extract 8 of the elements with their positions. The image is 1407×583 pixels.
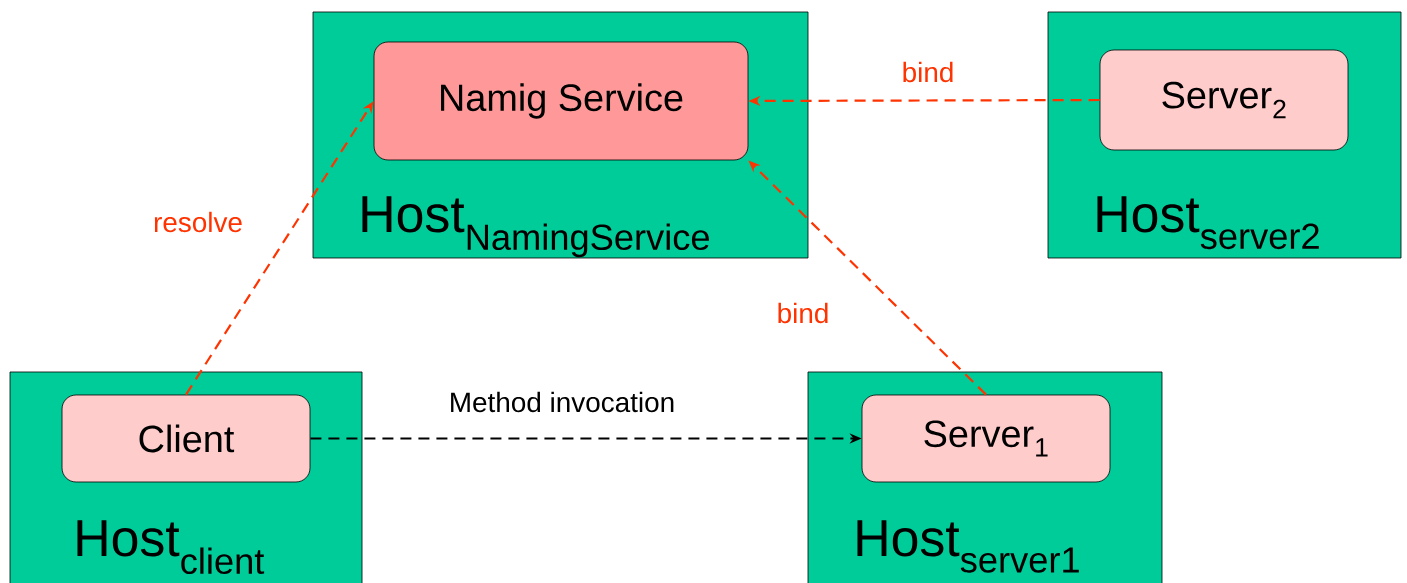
edge-label: resolve — [154, 211, 242, 233]
process-box: Namig Service — [373, 41, 749, 161]
edge-label: bind — [903, 61, 953, 83]
edge-label: Method invocation — [451, 391, 674, 413]
process-box: Server$_{2}$ — [1099, 49, 1349, 151]
process-box: Client — [61, 394, 311, 483]
process-box: Server$_{1}$ — [861, 394, 1111, 483]
edge-label: bind — [778, 302, 828, 324]
